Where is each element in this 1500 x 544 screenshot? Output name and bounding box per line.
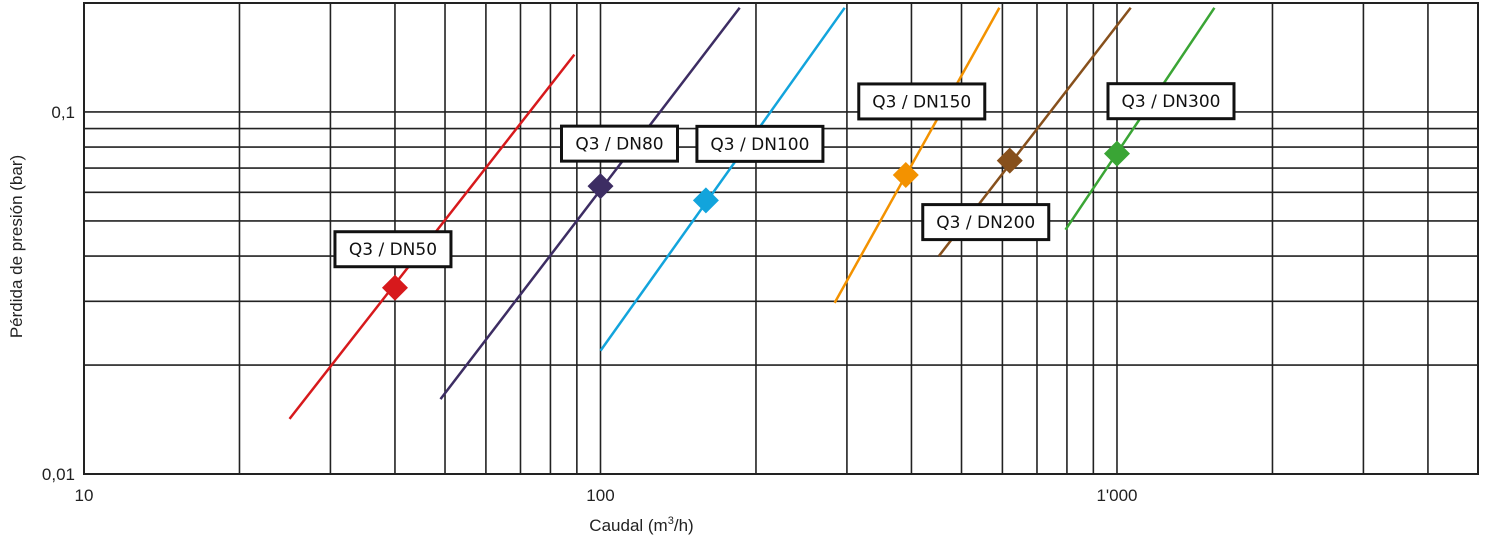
series-label-text: Q3 / DN50	[349, 240, 437, 260]
q3-marker	[692, 187, 719, 214]
series-line	[833, 7, 1001, 304]
x-tick-label: 100	[586, 486, 614, 505]
series-layer	[288, 7, 1216, 420]
tick-labels: 10 100 1'000 0,01 0,1	[42, 103, 1138, 505]
q3-marker	[381, 274, 408, 301]
x-tick-label: 1'000	[1096, 486, 1137, 505]
q3-marker	[996, 147, 1023, 174]
series-label-text: Q3 / DN200	[936, 213, 1035, 233]
series-label-text: Q3 / DN100	[710, 135, 809, 155]
series-label: Q3 / DN300	[1106, 82, 1236, 121]
series-label: Q3 / DN50	[333, 230, 453, 269]
x-axis-title-sup: 3	[668, 515, 674, 527]
series-label-text: Q3 / DN150	[872, 92, 971, 112]
y-axis-title: Pérdida de presión (bar)	[7, 155, 26, 338]
y-tick-label: 0,01	[42, 465, 75, 484]
series-label-box	[1106, 82, 1236, 121]
series-label-box	[857, 82, 987, 121]
series-label-box	[559, 124, 679, 163]
series-label: Q3 / DN150	[857, 82, 987, 121]
q3-marker	[587, 173, 614, 200]
x-axis-title: Caudal (m3/h)	[589, 515, 693, 535]
series-label: Q3 / DN80	[559, 124, 679, 163]
q3-marker	[1103, 140, 1130, 167]
series-label-box	[333, 230, 453, 269]
series-label: Q3 / DN100	[695, 124, 825, 163]
x-axis-title-tail: /h)	[674, 516, 694, 535]
series-label-text: Q3 / DN300	[1121, 92, 1220, 112]
series-label-text: Q3 / DN80	[575, 135, 663, 155]
series-label-box	[921, 203, 1051, 242]
x-axis-title-base: Caudal (m	[589, 516, 667, 535]
series-line	[599, 7, 846, 352]
plot-frame	[83, 2, 1479, 475]
series-line	[439, 7, 741, 400]
grid	[84, 3, 1478, 474]
series-label-box	[695, 124, 825, 163]
series-label: Q3 / DN200	[921, 203, 1051, 242]
x-tick-label: 10	[75, 486, 94, 505]
q3-marker	[892, 161, 919, 188]
y-tick-label: 0,1	[51, 103, 75, 122]
